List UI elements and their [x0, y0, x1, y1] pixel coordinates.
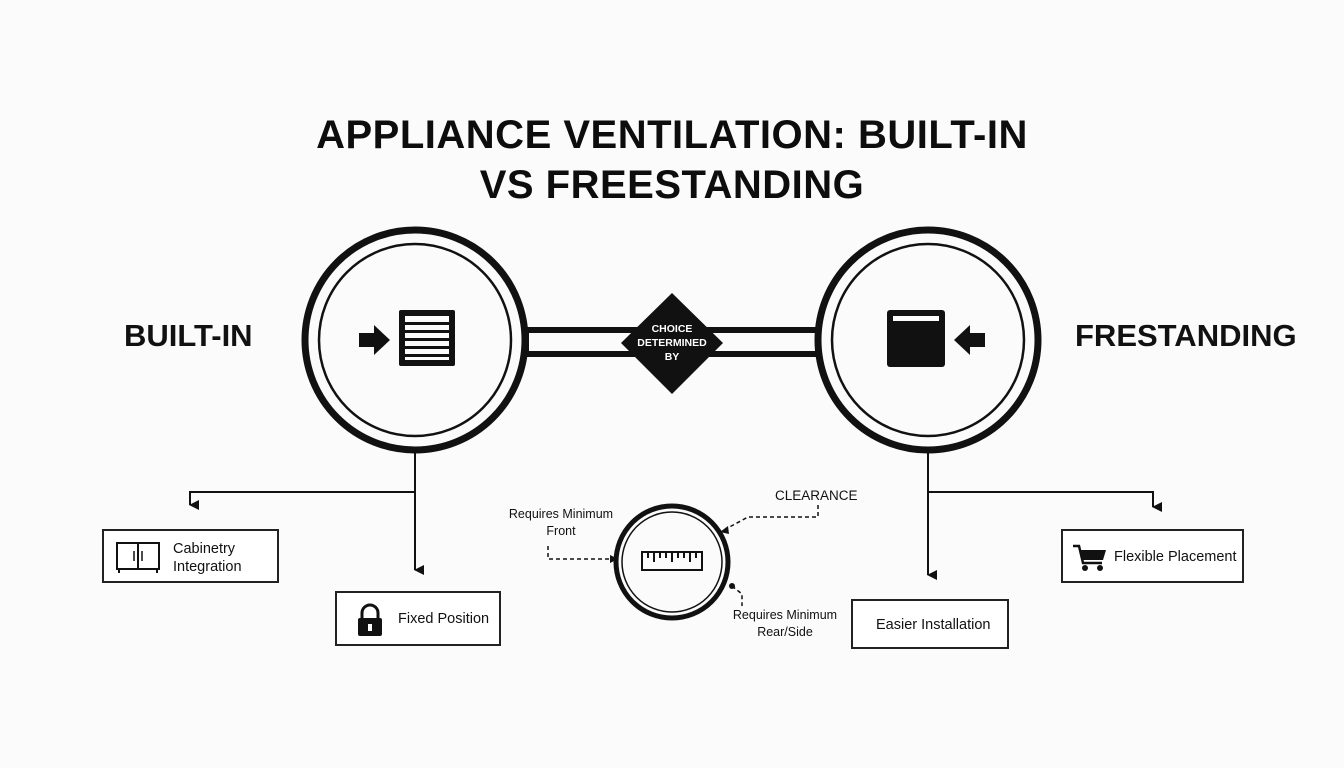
decision-line-1: CHOICE: [651, 323, 693, 335]
easier-installation-box: Easier Installation: [851, 599, 1009, 649]
flexible-placement-label: Flexible Placement: [1114, 549, 1237, 565]
built-in-branches: [189, 450, 424, 575]
flexible-placement-box: Flexible Placement: [1061, 529, 1244, 583]
cabinetry-line-1: Cabinetry: [173, 541, 236, 557]
cabinetry-integration-box: Cabinetry Integration: [102, 529, 279, 583]
rear-clearance-note: Requires Minimum Rear/Side: [710, 607, 860, 641]
front-line-1: Requires Minimum: [508, 507, 614, 521]
freestanding-label: FRESTANDING: [1075, 318, 1297, 353]
page-title: APPLIANCE VENTILATION: BUILT-IN VS FREES…: [0, 110, 1344, 210]
lock-icon: [358, 603, 382, 636]
front-line-2: Front: [546, 524, 576, 538]
vent-grille-icon: [359, 310, 455, 366]
decision-line-2: DETERMINED: [637, 337, 707, 349]
clearance-label: CLEARANCE: [775, 488, 858, 503]
rear-line-1: Requires Minimum: [732, 608, 838, 622]
front-clearance-note: Requires Minimum Front: [486, 506, 636, 540]
easier-installation-label: Easier Installation: [876, 617, 991, 633]
decision-diamond: [621, 293, 723, 394]
decision-line-3: BY: [664, 351, 680, 363]
fixed-position-box: Fixed Position: [335, 591, 501, 646]
built-in-label: BUILT-IN: [124, 318, 253, 353]
cart-icon: [1073, 544, 1106, 571]
appliance-box-icon: [887, 310, 985, 367]
cabinetry-line-2: Integration: [173, 559, 242, 575]
ruler-icon: [641, 551, 703, 571]
title-line-1: APPLIANCE VENTILATION: BUILT-IN: [316, 113, 1028, 157]
cabinet-icon: [116, 542, 160, 573]
decision-text: CHOICE DETERMINED BY: [622, 322, 722, 364]
rear-line-2: Rear/Side: [757, 625, 813, 639]
title-line-2: VS FREESTANDING: [479, 163, 865, 207]
fixed-position-label: Fixed Position: [398, 611, 490, 627]
freestanding-branches: [927, 450, 1162, 580]
